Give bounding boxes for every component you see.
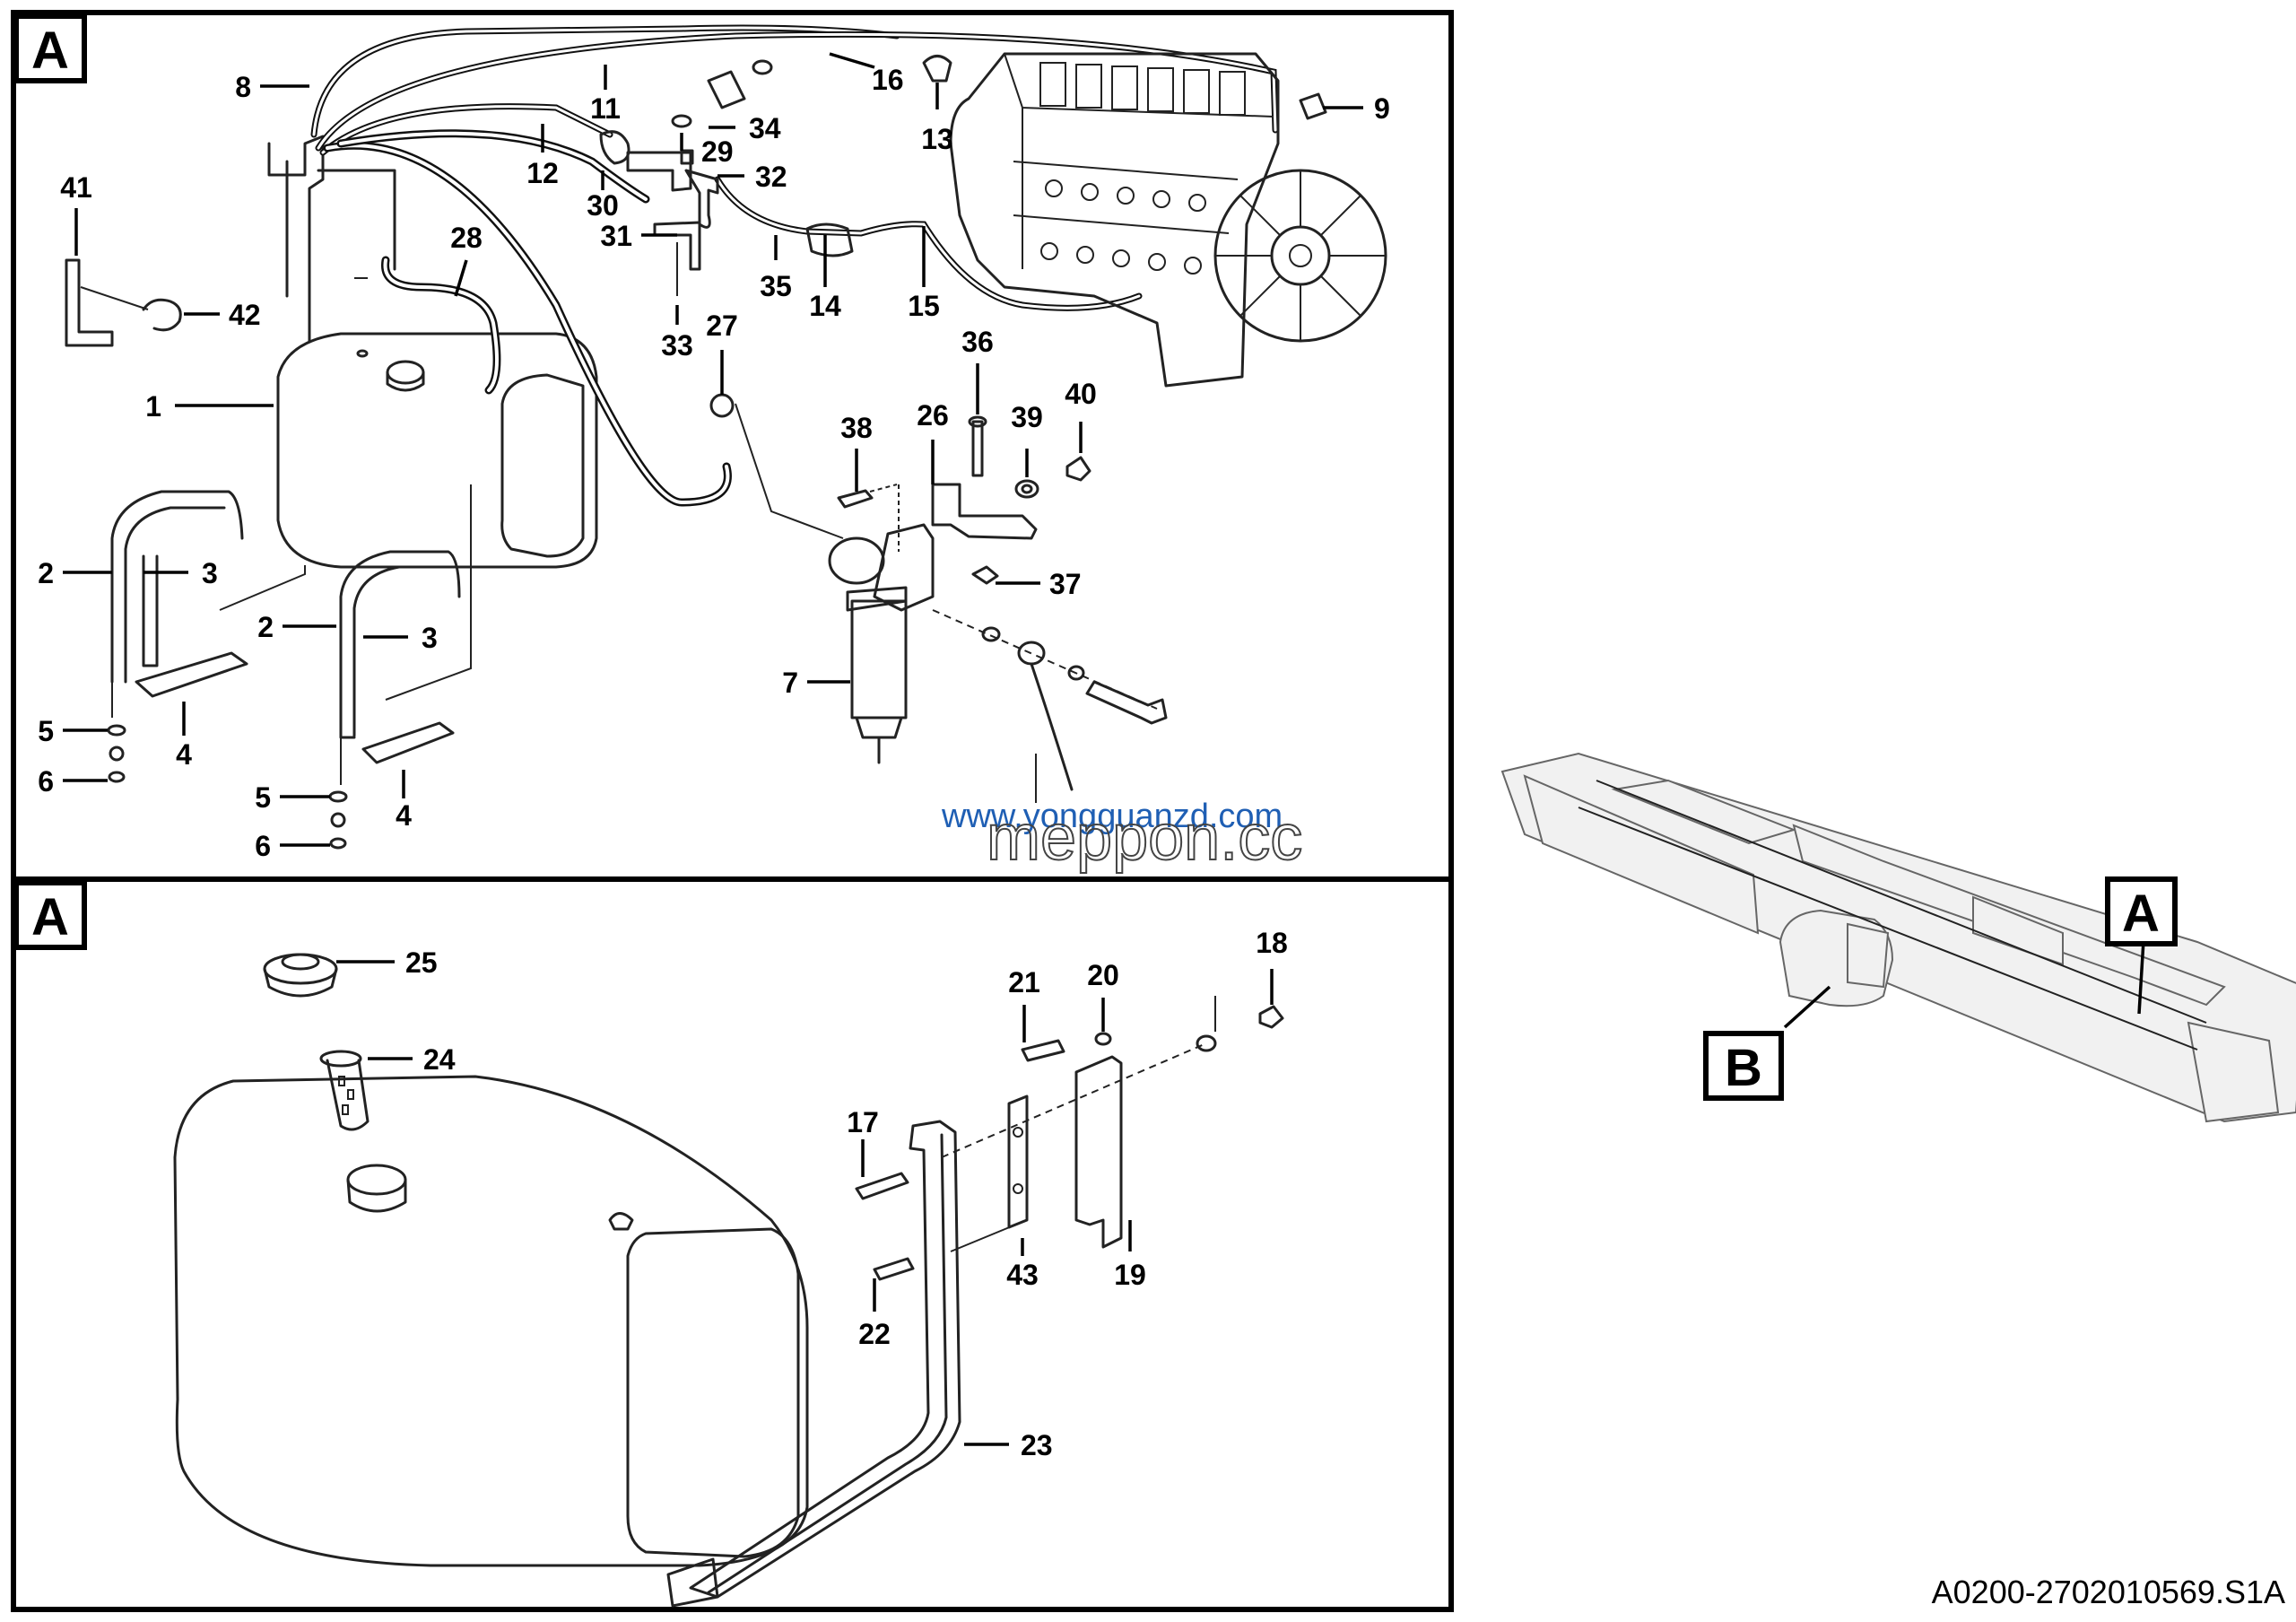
fittings-top	[599, 55, 1327, 296]
callout: 37	[1049, 568, 1082, 600]
callout: 29	[701, 135, 734, 168]
top-panel-letter: A	[31, 22, 69, 80]
callout: 11	[590, 92, 621, 125]
callout: 4	[176, 738, 192, 771]
callout: 43	[1006, 1259, 1039, 1291]
bottom-panel-letter: A	[31, 888, 69, 946]
fuel-tank-small	[276, 332, 598, 569]
callout: 32	[755, 161, 787, 193]
callout: 4	[396, 799, 412, 832]
bracket-26	[837, 415, 1091, 585]
callout: 18	[1256, 927, 1288, 959]
callout: 41	[60, 171, 92, 204]
strap-washers	[107, 724, 348, 850]
callout: 6	[38, 765, 54, 798]
engine-ports	[1040, 179, 1206, 275]
filler-cap	[263, 953, 338, 998]
watermark-url: www.yongguanzd.com	[941, 798, 1283, 835]
overview-label-b: B	[1725, 1039, 1762, 1097]
engine-cylinder-heads	[1039, 62, 1246, 116]
callout: 21	[1008, 966, 1040, 998]
callout: 6	[255, 830, 271, 862]
callouts-top: 1 2 3 4 5 6 2 3 4 5 6 7 8 9 11 12 13 14	[38, 52, 1390, 862]
callout: 31	[600, 220, 632, 252]
filter-bolt	[932, 609, 1168, 803]
callout: 5	[38, 715, 54, 747]
callout: 12	[526, 157, 559, 189]
overview-label-a-box	[2105, 876, 2178, 946]
callout: 17	[847, 1106, 879, 1138]
callout: 26	[917, 399, 949, 432]
callout: 22	[858, 1318, 891, 1350]
overview-label-a: A	[2122, 885, 2160, 943]
overview-b-leader	[1783, 985, 1831, 1029]
bracket-19	[1074, 1055, 1123, 1249]
callout: 3	[202, 557, 218, 589]
callout: 33	[661, 329, 693, 362]
callout: 2	[38, 557, 54, 589]
callout: 35	[760, 270, 792, 302]
drawing-code: A0200-2702010569.S1A	[1932, 1574, 2285, 1610]
callout: 16	[872, 64, 904, 96]
top-panel-letter-box	[13, 13, 87, 83]
filler-strainer	[319, 1050, 370, 1131]
callout: 25	[405, 946, 438, 979]
callout: 13	[921, 123, 953, 155]
callout: 2	[257, 611, 274, 643]
bracket-41	[65, 258, 182, 347]
callout: 27	[706, 310, 738, 342]
callout: 20	[1087, 959, 1119, 991]
watermark-ghost: meppon.cc	[987, 802, 1302, 874]
engine-illustration	[949, 52, 1387, 388]
callout: 7	[782, 667, 798, 699]
hose-set	[310, 24, 1279, 507]
callout: 14	[809, 290, 841, 322]
callout: 19	[1114, 1259, 1146, 1291]
callout: 40	[1065, 378, 1097, 410]
fuel-tank-large	[173, 1075, 809, 1567]
callout: 24	[423, 1043, 456, 1076]
callout: 42	[229, 299, 261, 331]
callout: 39	[1011, 401, 1043, 433]
bolts-bottom	[855, 996, 1284, 1281]
chassis-overview	[1500, 752, 2296, 1123]
callouts-bottom: 17 18 19 20 21 22 23 24 25 43	[336, 927, 1288, 1461]
engine-fan	[1213, 169, 1387, 343]
callout: 1	[145, 390, 161, 423]
bottom-panel-letter-box	[13, 880, 87, 950]
callout: 3	[422, 622, 438, 654]
callout: 34	[749, 112, 781, 144]
callout: 8	[235, 71, 251, 103]
callout: 5	[255, 781, 271, 814]
callout: 23	[1021, 1429, 1053, 1461]
strap-group-left	[110, 490, 248, 718]
fuel-filter-assembly	[709, 393, 935, 764]
overview-a-leader	[2137, 939, 2145, 1015]
callout: 36	[961, 326, 994, 358]
callout: 9	[1374, 92, 1390, 125]
bottom-panel-frame	[11, 876, 1454, 1612]
callout: 28	[450, 222, 483, 254]
bracket-23	[666, 1120, 961, 1608]
callout: 30	[587, 189, 619, 222]
callout: 15	[908, 290, 940, 322]
strap-group-right	[339, 550, 461, 785]
bracket-43	[1007, 1094, 1029, 1229]
overview-label-b-box	[1703, 1031, 1784, 1101]
callout: 38	[840, 412, 873, 444]
